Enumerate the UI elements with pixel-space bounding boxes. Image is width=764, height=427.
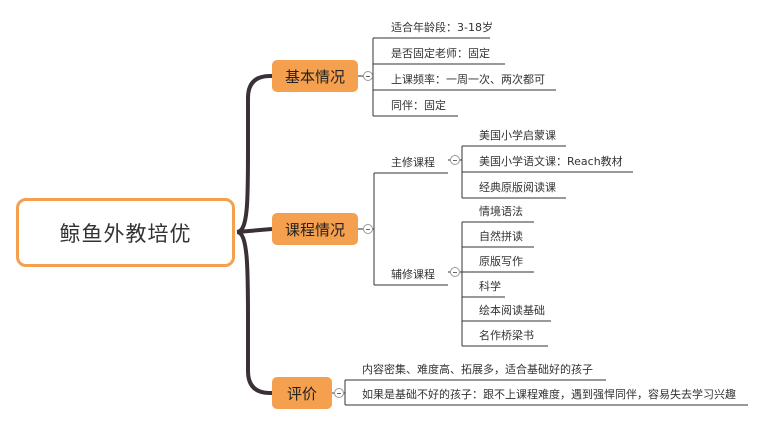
collapse-toggle-eval-icon[interactable] xyxy=(334,388,344,398)
collapse-toggle-minor-icon[interactable] xyxy=(450,267,460,277)
trunk-to-eval xyxy=(236,230,272,395)
trunk-to-basic xyxy=(236,74,272,234)
eval-item-2[interactable]: 如果是基础不好的孩子：跟不上课程难度，遇到强悍同伴，容易失去学习兴趣 xyxy=(362,388,736,401)
minor-item-3[interactable]: 原版写作 xyxy=(479,255,523,268)
minor-item-1[interactable]: 情境语法 xyxy=(479,205,523,218)
basic-item-age[interactable]: 适合年龄段：3-18岁 xyxy=(391,21,493,34)
eval-item-1[interactable]: 内容密集、难度高、拓展多，适合基础好的孩子 xyxy=(362,363,593,376)
collapse-toggle-course-icon[interactable] xyxy=(363,224,373,234)
minor-item-2[interactable]: 自然拼读 xyxy=(479,230,523,243)
minor-item-5[interactable]: 绘本阅读基础 xyxy=(479,304,545,317)
major-item-2[interactable]: 美国小学语文课：Reach教材 xyxy=(479,155,623,168)
basic-item-teacher[interactable]: 是否固定老师：固定 xyxy=(391,47,490,60)
collapse-toggle-major-icon[interactable] xyxy=(450,155,460,165)
major-item-1[interactable]: 美国小学启蒙课 xyxy=(479,129,556,142)
topic-evaluation[interactable]: 评价 xyxy=(272,377,332,409)
topic-course-info[interactable]: 课程情况 xyxy=(272,213,358,245)
minor-item-6[interactable]: 名作桥梁书 xyxy=(479,329,534,342)
basic-item-frequency[interactable]: 上课频率：一周一次、两次都可 xyxy=(391,73,545,86)
group-minor-courses[interactable]: 辅修课程 xyxy=(391,268,435,281)
topic-basic-info[interactable]: 基本情况 xyxy=(272,60,358,92)
root-topic[interactable]: 鲸鱼外教培优 xyxy=(16,198,235,267)
group-major-courses[interactable]: 主修课程 xyxy=(391,156,435,169)
trunk-to-course xyxy=(236,227,273,234)
major-item-3[interactable]: 经典原版阅读课 xyxy=(479,181,556,194)
collapse-toggle-basic-icon[interactable] xyxy=(363,71,373,81)
minor-item-4[interactable]: 科学 xyxy=(479,280,501,293)
basic-item-peer[interactable]: 同伴：固定 xyxy=(391,99,446,112)
